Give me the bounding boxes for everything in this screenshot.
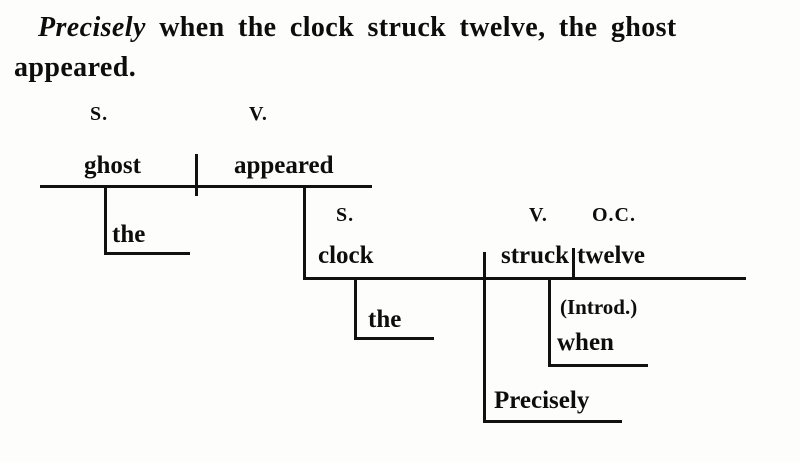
sentence-line-1-rest: when the clock struck twelve, the ghost	[159, 12, 677, 43]
sub-verb-word: struck	[501, 242, 570, 269]
main-baseline	[40, 185, 372, 188]
main-verb-label: V.	[249, 103, 268, 125]
sub-verb-object-divider	[572, 248, 575, 279]
adverb-word: Precisely	[494, 387, 590, 414]
sub-subject-word: clock	[318, 242, 374, 269]
sub-article-word: the	[368, 306, 402, 333]
connective-shelf	[548, 364, 648, 367]
sub-object-label: O.C.	[592, 204, 636, 226]
example-sentence-line-1: Precisely when the clock struck twelve, …	[38, 12, 677, 44]
main-article-word: the	[112, 221, 146, 248]
sub-article-stem	[354, 279, 357, 339]
main-verb-word: appeared	[234, 152, 334, 179]
connective-word: when	[557, 329, 614, 356]
main-article-shelf	[104, 252, 190, 255]
clause-connector-stem	[303, 187, 306, 279]
sub-baseline	[303, 277, 746, 280]
sub-object-word: twelve	[577, 242, 646, 269]
sub-subject-verb-divider	[483, 252, 486, 422]
adverb-shelf	[483, 420, 622, 423]
sub-subject-label: S.	[336, 204, 355, 226]
connective-stem	[548, 279, 551, 366]
main-subject-verb-divider	[195, 154, 198, 196]
emphasized-word: Precisely	[38, 12, 146, 43]
main-article-stem	[104, 187, 107, 254]
connective-note: (Introd.)	[560, 295, 638, 319]
main-subject-label: S.	[90, 103, 109, 125]
example-sentence-line-2: appeared.	[14, 52, 137, 83]
main-subject-word: ghost	[84, 152, 141, 179]
sub-verb-label: V.	[529, 204, 548, 226]
sub-article-shelf	[354, 337, 434, 340]
